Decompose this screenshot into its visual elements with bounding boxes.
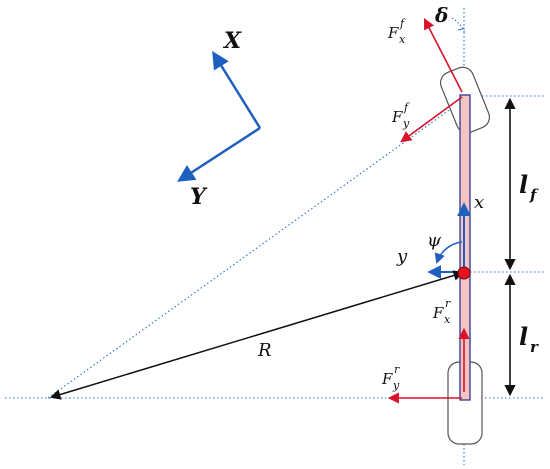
svg-text:F: F [391,108,403,126]
center-of-gravity [457,266,471,280]
label-lr: l r [519,322,539,356]
label-lf: l f [519,170,539,204]
delta-angle-arc [457,27,465,31]
svg-text:r: r [530,338,539,356]
label-rear-longitudinal-force: F x r [432,297,451,326]
svg-text:f: f [399,17,406,30]
svg-text:l: l [519,170,528,199]
label-delta: δ [434,3,448,27]
label-rear-lateral-force: F y r [381,363,400,392]
svg-text:f: f [403,101,410,114]
global-X-axis-arrow [212,51,262,129]
front-longitudinal-force-arrow [423,18,463,93]
turning-radius-arrow [49,270,465,400]
label-body-y: y [396,246,408,267]
svg-text:F: F [381,370,393,388]
svg-text:f: f [529,186,539,204]
delta-angle-arc-2 [451,17,466,35]
svg-text:r: r [445,297,451,310]
label-front-lateral-force: F y f [391,101,410,130]
global-Y-axis-arrow [177,126,261,182]
svg-text:x: x [399,33,406,46]
svg-text:x: x [444,313,451,326]
front-lateral-force-arrow [400,96,463,143]
svg-text:F: F [387,24,399,42]
label-global-Y: Y [190,184,208,210]
label-psi: ψ [427,230,442,251]
svg-text:l: l [519,322,528,351]
svg-text:F: F [432,304,444,322]
label-body-x: x [474,192,484,213]
psi-angle-arc [434,241,463,264]
front-wheel-normal-line [47,94,471,399]
svg-text:y: y [392,379,400,392]
svg-text:r: r [394,363,400,376]
label-global-X: X [222,28,242,54]
label-radius-R: R [257,340,272,361]
svg-text:y: y [402,117,410,130]
label-front-longitudinal-force: F x f [387,17,406,46]
